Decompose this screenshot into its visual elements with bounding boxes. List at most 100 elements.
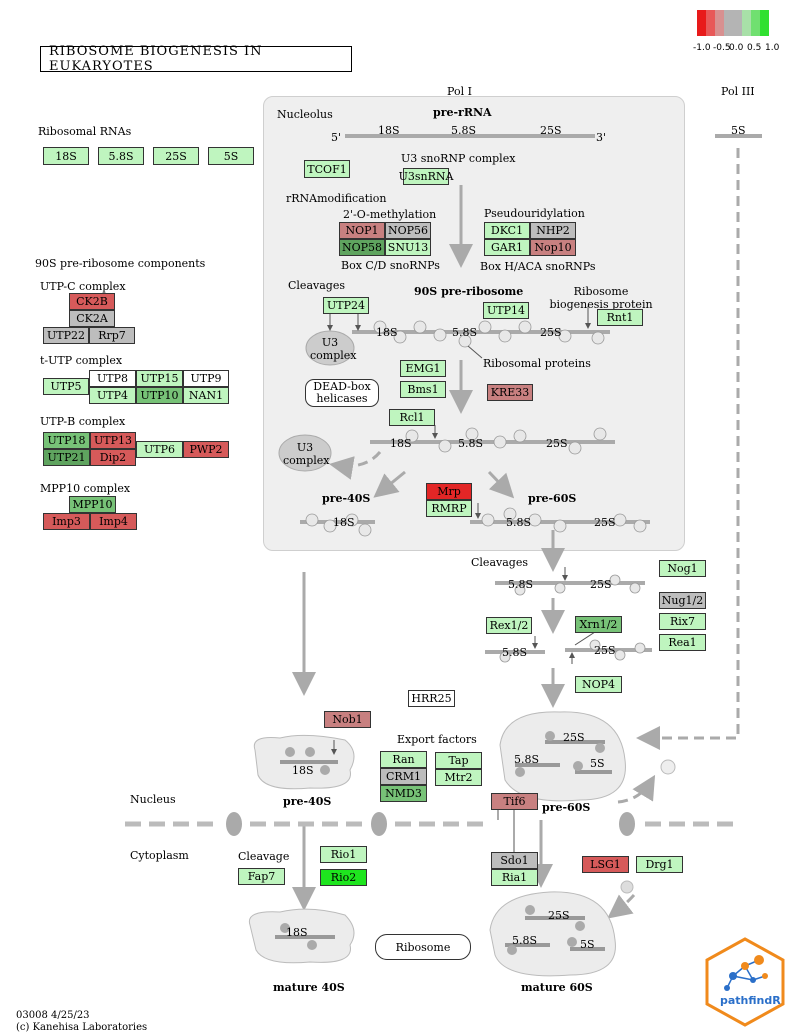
node-pwp2[interactable]: PWP2 xyxy=(183,441,229,458)
node-rio1[interactable]: Rio1 xyxy=(320,846,367,863)
nucleus-label: Nucleus xyxy=(130,793,176,806)
node-nug1-2[interactable]: Nug1/2 xyxy=(659,592,706,609)
node-bms1[interactable]: Bms1 xyxy=(400,381,446,398)
node-18s[interactable]: 18S xyxy=(43,147,89,165)
u3-complex-label-2: U3 complex xyxy=(283,441,330,467)
cl-58s-label: 5.8S xyxy=(508,578,534,591)
pol3-label: Pol III xyxy=(721,85,755,98)
badge-label: pathfindR xyxy=(720,994,781,1007)
legend-swatch xyxy=(751,10,760,36)
node-tcof1[interactable]: TCOF1 xyxy=(304,160,350,178)
legend-label: -1.0 xyxy=(693,43,711,53)
node-emg1[interactable]: EMG1 xyxy=(400,360,446,377)
node-utp5[interactable]: UTP5 xyxy=(43,378,89,395)
node-rrp7[interactable]: Rrp7 xyxy=(89,327,135,344)
node-crm1[interactable]: CRM1 xyxy=(380,768,427,785)
node-rix7[interactable]: Rix7 xyxy=(659,613,706,630)
node-nan1[interactable]: NAN1 xyxy=(183,387,229,404)
node-utp14[interactable]: UTP14 xyxy=(483,302,529,319)
u3-complex-label: U3 complex xyxy=(310,336,357,362)
node-nop10[interactable]: Nop10 xyxy=(530,239,576,256)
node-lsg1[interactable]: LSG1 xyxy=(582,856,629,873)
node-25s[interactable]: 25S xyxy=(153,147,199,165)
mature40s-label: mature 40S xyxy=(273,981,345,994)
node-nop1[interactable]: NOP1 xyxy=(339,222,385,239)
node-fap7[interactable]: Fap7 xyxy=(238,868,285,885)
dead-box-helicases: DEAD-box helicases xyxy=(305,379,379,407)
pre60s-58s-label: 5.8S xyxy=(506,516,532,529)
cl2-25s-label: 25S xyxy=(594,644,616,657)
node-tif6[interactable]: Tif6 xyxy=(491,793,538,810)
node-utp6[interactable]: UTP6 xyxy=(136,441,183,458)
node-58s[interactable]: 5.8S xyxy=(98,147,144,165)
pre-rrna-label: pre-rRNA xyxy=(433,106,492,119)
node-utp10[interactable]: UTP10 xyxy=(136,387,183,404)
node-rcl1[interactable]: Rcl1 xyxy=(389,409,435,426)
pre40s-label: pre-40S xyxy=(322,492,371,505)
node-u3snrna[interactable]: U3snRNA xyxy=(398,168,454,185)
node-xrn1-2[interactable]: Xrn1/2 xyxy=(575,616,622,633)
footer-id: 03008 4/25/23 xyxy=(16,1010,90,1021)
node-nog1[interactable]: Nog1 xyxy=(659,560,706,577)
node-ck2b[interactable]: CK2B xyxy=(69,293,115,310)
node-utp18[interactable]: UTP18 xyxy=(43,432,90,449)
pathfindr-logo: pathfindR xyxy=(703,936,787,1028)
pre60s-25s-label: 25S xyxy=(594,516,616,529)
node-utp21[interactable]: UTP21 xyxy=(43,449,90,466)
node-imp4[interactable]: Imp4 xyxy=(90,513,137,530)
legend-swatch xyxy=(706,10,715,36)
m60s-5s-label: 5S xyxy=(580,938,595,951)
node-utp15[interactable]: UTP15 xyxy=(136,370,183,387)
m60s-58s-label: 5.8S xyxy=(512,934,538,947)
hexagon-logo-icon xyxy=(705,937,785,1027)
node-nop56[interactable]: NOP56 xyxy=(385,222,431,239)
node-rmrp[interactable]: RMRP xyxy=(426,500,472,517)
node-ck2a[interactable]: CK2A xyxy=(69,310,115,327)
ribosomal-rnas-label: Ribosomal RNAs xyxy=(38,125,132,138)
node-tap[interactable]: Tap xyxy=(435,752,482,769)
pre90s-18s-label: 18S xyxy=(376,326,398,339)
node-ria1[interactable]: Ria1 xyxy=(491,869,538,886)
node-utp22[interactable]: UTP22 xyxy=(43,327,89,344)
node-kre33[interactable]: KRE33 xyxy=(487,384,533,401)
utpb-label: UTP-B complex xyxy=(40,415,126,428)
node-mpp10[interactable]: MPP10 xyxy=(69,496,116,513)
node-snu13[interactable]: SNU13 xyxy=(385,239,431,256)
node-ran[interactable]: Ran xyxy=(380,751,427,768)
node-sdo1[interactable]: Sdo1 xyxy=(491,852,538,869)
legend-label: 1.0 xyxy=(765,43,780,53)
tutp-label: t-UTP complex xyxy=(40,354,123,367)
node-nhp2[interactable]: NHP2 xyxy=(530,222,576,239)
cl2-58s-label: 5.8S xyxy=(502,646,528,659)
node-utp24[interactable]: UTP24 xyxy=(323,297,369,314)
node-nob1[interactable]: Nob1 xyxy=(324,711,371,728)
cleavages-label-2: Cleavages xyxy=(471,556,528,569)
node-utp13[interactable]: UTP13 xyxy=(90,432,136,449)
node-mtr2[interactable]: Mtr2 xyxy=(435,769,482,786)
node-nmd3[interactable]: NMD3 xyxy=(380,785,427,802)
node-hrr25[interactable]: HRR25 xyxy=(408,690,455,707)
node-rex1-2[interactable]: Rex1/2 xyxy=(486,617,532,634)
legend-swatch xyxy=(742,10,751,36)
node-rio2[interactable]: Rio2 xyxy=(320,869,367,886)
node-nop58[interactable]: NOP58 xyxy=(339,239,385,256)
np60s-58s-label: 5.8S xyxy=(514,753,540,766)
node-rnt1[interactable]: Rnt1 xyxy=(597,309,643,326)
node-rea1[interactable]: Rea1 xyxy=(659,634,706,651)
node-dip2[interactable]: Dip2 xyxy=(90,449,136,466)
node-mrp[interactable]: Mrp xyxy=(426,483,472,500)
pol3-5s-label: 5S xyxy=(731,124,746,137)
node-nop4[interactable]: NOP4 xyxy=(575,676,622,693)
node-5s[interactable]: 5S xyxy=(208,147,254,165)
node-drg1[interactable]: Drg1 xyxy=(636,856,683,873)
pre60s-nuc-label: pre-60S xyxy=(542,801,591,814)
cleavage-label: Cleavage xyxy=(238,850,290,863)
node-dkc1[interactable]: DKC1 xyxy=(484,222,530,239)
node-utp9[interactable]: UTP9 xyxy=(183,370,229,387)
pre90s-label: 90S pre-ribosome xyxy=(414,285,524,298)
node-gar1[interactable]: GAR1 xyxy=(484,239,530,256)
node-imp3[interactable]: Imp3 xyxy=(43,513,90,530)
pre90s-components-label: 90S pre-ribosome components xyxy=(35,257,206,270)
node-utp4[interactable]: UTP4 xyxy=(89,387,136,404)
node-utp8[interactable]: UTP8 xyxy=(89,370,136,387)
